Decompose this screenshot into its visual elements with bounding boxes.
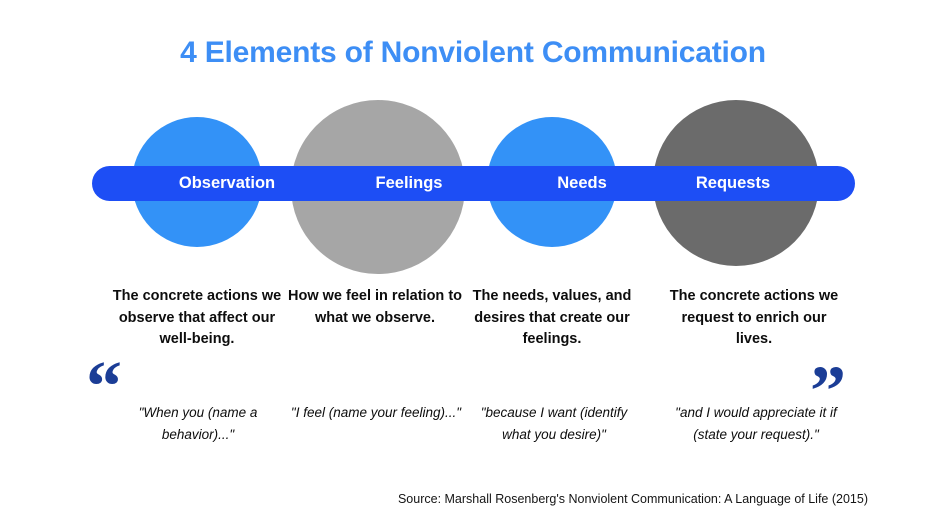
element-description-observation: The concrete actions we observe that aff… <box>112 288 282 347</box>
element-label-needs: Needs <box>557 174 607 192</box>
closing-quote-icon: ” <box>810 351 846 431</box>
element-description-requests: The concrete actions we request to enric… <box>669 288 839 347</box>
element-description-needs: The needs, values, and desires that crea… <box>472 288 632 347</box>
element-phrase-requests: "and I would appreciate it if (state you… <box>675 405 837 442</box>
element-label-feelings: Feelings <box>375 174 443 192</box>
element-description-feelings: How we feel in relation to what we obser… <box>287 288 463 326</box>
source-citation: Source: Marshall Rosenberg's Nonviolent … <box>397 492 868 506</box>
element-label-observation: Observation <box>178 174 276 192</box>
element-phrase-observation: "When you (name a behavior)..." <box>138 405 258 442</box>
page-title: 4 Elements of Nonviolent Communication <box>180 36 766 69</box>
element-label-bar: Observation Feelings Needs Requests <box>92 166 855 201</box>
element-phrase-feelings: "I feel (name your feeling)..." <box>290 405 462 420</box>
diagram-band: Observation Feelings Needs Requests <box>0 95 946 285</box>
element-label-requests: Requests <box>695 174 771 192</box>
opening-quote-icon: “ <box>86 346 122 426</box>
element-phrase-needs: "because I want (identify what you desir… <box>480 405 628 442</box>
